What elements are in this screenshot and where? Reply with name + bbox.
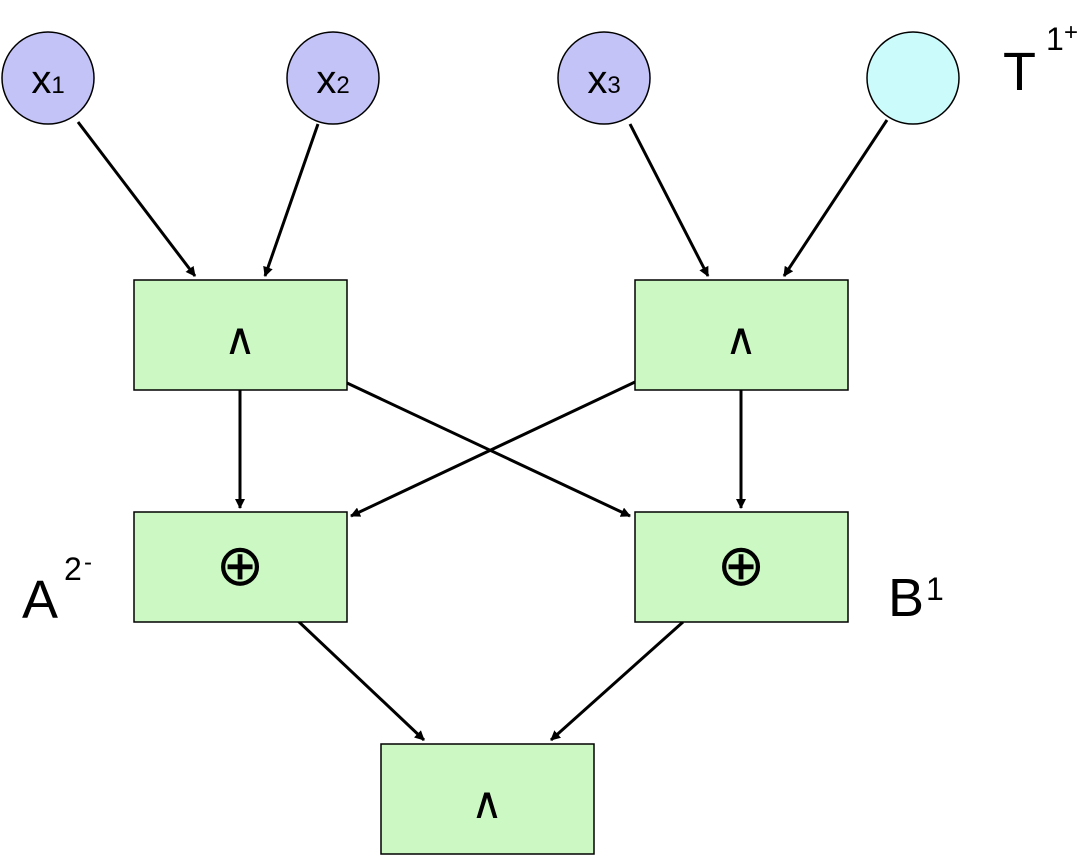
input-node-x1: x1: [1, 31, 95, 125]
gate-xor-left: ⊕: [133, 511, 348, 623]
edges: [76, 119, 889, 742]
xor-symbol: ⊕: [717, 533, 766, 598]
edge-x2-and-left: [263, 123, 320, 277]
label-a-sign: -: [84, 549, 92, 576]
svg-text:x1: x1: [31, 58, 64, 102]
xor-symbol: ⊕: [216, 533, 265, 598]
svg-text:x2: x2: [316, 58, 349, 102]
and-symbol: ∧: [224, 315, 256, 364]
label-a-base: A: [22, 570, 58, 630]
input-x3-subscript: 3: [607, 72, 620, 99]
input-node-t: [866, 31, 960, 125]
gates: ∧ ∧ ⊕ ⊕ ∧: [133, 279, 849, 855]
input-x3-label: x: [587, 58, 607, 102]
and-symbol: ∧: [471, 779, 503, 828]
svg-text:x3: x3: [587, 58, 620, 102]
edge-xor-right-and-bottom: [550, 620, 684, 742]
label-a: A 2 -: [22, 549, 92, 630]
input-node-x2: x2: [286, 31, 380, 125]
label-b: B 1: [888, 568, 944, 628]
input-x1-label: x: [31, 58, 51, 102]
label-t-superscript: 1: [1046, 21, 1064, 57]
input-x2-subscript: 2: [336, 72, 349, 99]
edge-t-and-right: [782, 119, 889, 277]
side-labels: T 1 + A 2 - B 1: [22, 19, 1078, 630]
and-symbol: ∧: [725, 315, 757, 364]
input-nodes: x1 x2 x3: [1, 31, 960, 125]
label-t-sign: +: [1064, 19, 1078, 46]
edge-xor-left-and-bottom: [295, 618, 426, 742]
gate-and-right: ∧: [634, 279, 849, 391]
edge-and-right-xor-left: [350, 380, 636, 518]
label-a-superscript: 2: [64, 551, 82, 587]
gate-and-left: ∧: [133, 279, 348, 391]
label-t-base: T: [1003, 42, 1036, 102]
input-x2-label: x: [316, 58, 336, 102]
input-node-x3: x3: [557, 31, 651, 125]
label-b-base: B: [888, 568, 924, 628]
edge-x3-and-right: [628, 123, 710, 277]
input-x1-subscript: 1: [51, 72, 64, 99]
gate-and-bottom: ∧: [380, 743, 595, 855]
gate-xor-right: ⊕: [634, 511, 849, 623]
label-t: T 1 +: [1003, 19, 1078, 102]
label-b-superscript: 1: [926, 571, 944, 607]
edge-x1-and-left: [76, 121, 197, 277]
